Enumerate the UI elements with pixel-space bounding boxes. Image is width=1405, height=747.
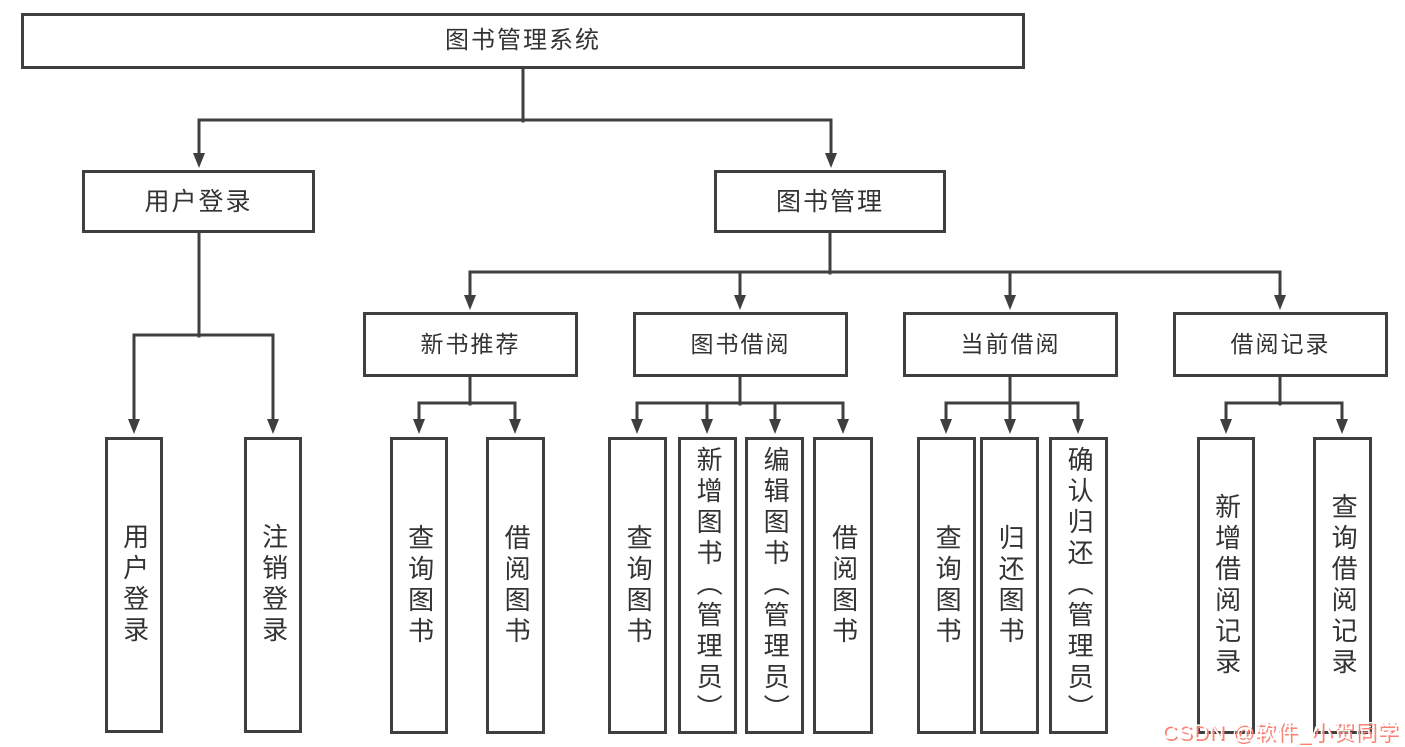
node-bb-add-books-admin: 新增图书（管理员） [678, 437, 737, 734]
node-bb-borrow-books: 借阅图书 [813, 437, 873, 734]
node-label: 借阅图书 [828, 523, 859, 648]
node-label: 确认归还（管理员） [1064, 446, 1095, 725]
node-label: 编辑图书（管理员） [760, 446, 791, 725]
node-book-borrowing: 图书借阅 [633, 312, 848, 377]
node-label: 新增图书（管理员） [693, 446, 724, 725]
node-rec-query-books: 查询图书 [390, 437, 448, 734]
node-leaf-logout: 注销登录 [244, 437, 302, 733]
node-label: 注销登录 [258, 523, 289, 647]
node-new-book-recommend: 新书推荐 [363, 312, 578, 377]
node-label: 查询借阅记录 [1328, 492, 1359, 679]
node-cb-confirm-return-admin: 确认归还（管理员） [1049, 437, 1108, 734]
node-label: 借阅记录 [1230, 330, 1331, 357]
node-br-query-borrow-record: 查询借阅记录 [1313, 437, 1372, 734]
node-bb-query-books: 查询图书 [608, 437, 667, 734]
node-label: 新增借阅记录 [1211, 492, 1242, 679]
node-cb-return-books: 归还图书 [980, 437, 1039, 734]
node-book-management: 图书管理 [714, 170, 946, 233]
node-label: 图书管理系统 [445, 26, 601, 54]
node-bb-edit-books-admin: 编辑图书（管理员） [745, 437, 804, 734]
node-rec-borrow-books: 借阅图书 [486, 437, 545, 734]
node-label: 借阅图书 [501, 523, 532, 648]
node-label: 用户登录 [144, 187, 253, 216]
node-current-borrowing: 当前借阅 [903, 312, 1118, 377]
node-label: 图书借阅 [690, 330, 791, 357]
node-cb-query-books: 查询图书 [917, 437, 976, 734]
node-label: 查询图书 [623, 523, 654, 648]
node-label: 归还图书 [995, 523, 1026, 648]
node-label: 新书推荐 [420, 330, 521, 357]
node-label: 查询图书 [932, 523, 963, 648]
node-br-add-borrow-record: 新增借阅记录 [1197, 437, 1255, 734]
node-label: 用户登录 [119, 523, 150, 647]
node-library-management-system: 图书管理系统 [21, 13, 1025, 69]
node-borrow-records: 借阅记录 [1173, 312, 1388, 377]
node-leaf-user-login: 用户登录 [105, 437, 163, 733]
csdn-watermark: CSDN @软件_小贺同学 [1161, 721, 1399, 744]
node-user-login: 用户登录 [82, 170, 315, 233]
node-label: 查询图书 [404, 523, 435, 648]
node-label: 图书管理 [775, 187, 884, 216]
node-label: 当前借阅 [960, 330, 1061, 357]
